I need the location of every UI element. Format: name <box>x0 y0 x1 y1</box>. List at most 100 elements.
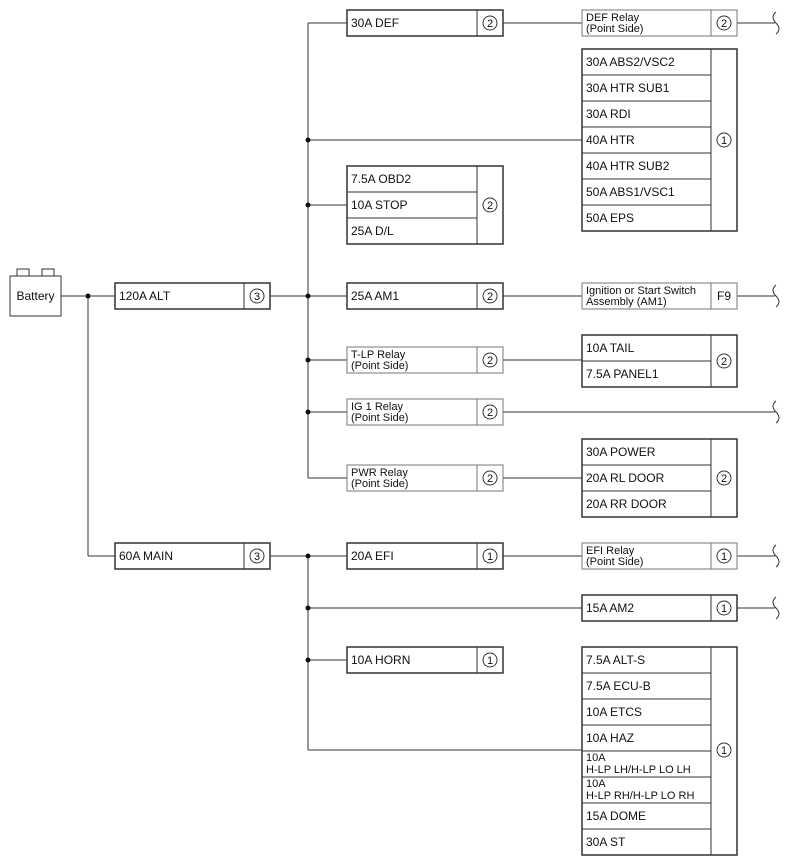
connector-number-icon <box>482 470 498 486</box>
fuse-label-line2: H-LP RH/H-LP LO RH <box>586 790 694 802</box>
connector-number-icon <box>716 132 732 148</box>
relay-label-line2: (Point Side) <box>351 478 408 490</box>
relay-label-line2: (Point Side) <box>351 360 408 372</box>
connector-number-icon <box>716 353 732 369</box>
connector-number-icon <box>482 352 498 368</box>
fuse-label: 10A HAZ <box>586 731 634 745</box>
fuse-label: 10A STOP <box>351 198 407 212</box>
relay-pwr: PWR Relay (Point Side) 2 <box>346 464 504 492</box>
fuse-label: 15A DOME <box>586 809 646 823</box>
connector-number: 1 <box>487 551 493 563</box>
fuse-label-line1: 10A <box>586 752 606 764</box>
connector-number-icon <box>482 652 498 668</box>
connector-number: 1 <box>721 135 727 147</box>
fuse-label-line2: H-LP LH/H-LP LO LH <box>586 764 691 776</box>
connector-number-icon <box>249 288 265 304</box>
connector-number: 2 <box>487 473 493 485</box>
fuse-label: 7.5A ECU-B <box>586 679 651 693</box>
connector-number-icon <box>716 600 732 616</box>
connector-code: F9 <box>717 289 731 303</box>
fuse-group-abs-htr-eps: 30A ABS2/VSC2 30A HTR SUB1 30A RDI 40A H… <box>581 48 738 232</box>
fuse-group-power-doors: 30A POWER 20A RL DOOR 20A RR DOOR 2 <box>581 438 738 518</box>
connector-number-icon <box>716 470 732 486</box>
relay-label-line1: IG 1 Relay <box>351 401 403 413</box>
relay-efi: EFI Relay (Point Side) 1 <box>581 542 738 570</box>
fuse-label: 30A ABS2/VSC2 <box>586 55 675 69</box>
fuse-label: 30A ST <box>586 835 626 849</box>
connector-number: 1 <box>721 603 727 615</box>
relay-ig1: IG 1 Relay (Point Side) 2 <box>346 398 504 426</box>
relay-label-line1: T-LP Relay <box>351 349 406 361</box>
connector-number-icon <box>482 197 498 213</box>
component-label-line1: Ignition or Start Switch <box>586 285 696 297</box>
connector-number-icon <box>482 288 498 304</box>
connector-number: 1 <box>721 745 727 757</box>
fuse-group-tail-panel: 10A TAIL 7.5A PANEL1 2 <box>581 334 738 388</box>
relay-label-line1: EFI Relay <box>586 545 635 557</box>
fuse-label-line1: 10A <box>586 778 606 790</box>
fuse-label: 10A ETCS <box>586 705 642 719</box>
connector-number: 1 <box>487 655 493 667</box>
fuse-label: 40A HTR SUB2 <box>586 159 670 173</box>
fuse-label: 20A RR DOOR <box>586 497 667 511</box>
relay-tlp: T-LP Relay (Point Side) 2 <box>346 346 504 374</box>
battery-label: Battery <box>16 289 54 303</box>
fuse-label: 7.5A PANEL1 <box>586 367 659 381</box>
fuse-group-obd2-stop-dl: 7.5A OBD2 10A STOP 25A D/L 2 <box>346 165 504 245</box>
relay-label-line1: DEF Relay <box>586 12 640 24</box>
connector-number: 1 <box>721 551 727 563</box>
connector-number-icon <box>716 548 732 564</box>
fuse-label: 25A D/L <box>351 224 394 238</box>
fuse-label: 15A AM2 <box>586 601 634 615</box>
connector-number: 2 <box>487 355 493 367</box>
fuse-25a-am1: 25A AM1 2 <box>346 282 504 310</box>
connector-number-icon <box>482 15 498 31</box>
connector-number: 2 <box>721 18 727 30</box>
fuse-label: 30A RDI <box>586 107 631 121</box>
fuse-label: 20A RL DOOR <box>586 471 665 485</box>
fuse-group-alt-s-to-st: 7.5A ALT-S 7.5A ECU-B 10A ETCS 10A HAZ 1… <box>581 646 738 856</box>
fuse-30a-def: 30A DEF 2 <box>346 9 504 37</box>
fuse-label: 40A HTR <box>586 133 635 147</box>
fuse-label: 50A ABS1/VSC1 <box>586 185 675 199</box>
relay-def: DEF Relay (Point Side) 2 <box>581 9 738 37</box>
connector-number: 2 <box>721 356 727 368</box>
fuse-label: 120A ALT <box>119 289 171 303</box>
connector-number: 2 <box>487 291 493 303</box>
fuse-label: 30A DEF <box>351 16 399 30</box>
fuse-120a-alt: 120A ALT 3 <box>114 282 271 310</box>
battery-symbol <box>9 268 62 317</box>
fuse-label: 10A HORN <box>351 653 410 667</box>
connector-number: 3 <box>254 291 260 303</box>
connector-number-icon <box>716 15 732 31</box>
connector-number: 2 <box>721 473 727 485</box>
fuse-label: 30A HTR SUB1 <box>586 81 670 95</box>
fuse-15a-am2: 15A AM2 1 <box>581 594 738 622</box>
fuse-label: 10A TAIL <box>586 341 635 355</box>
relay-label-line2: (Point Side) <box>351 412 408 424</box>
fuse-label: 7.5A OBD2 <box>351 172 411 186</box>
relay-label-line1: PWR Relay <box>351 467 408 479</box>
fuse-label: 60A MAIN <box>119 549 173 563</box>
connector-number: 2 <box>487 407 493 419</box>
fuse-20a-efi: 20A EFI 1 <box>346 542 504 570</box>
connector-number-icon <box>716 742 732 758</box>
fuse-60a-main: 60A MAIN 3 <box>114 542 271 570</box>
ignition-switch-assembly: Ignition or Start Switch Assembly (AM1) … <box>581 282 738 310</box>
connector-number: 2 <box>487 18 493 30</box>
connector-number-icon <box>482 404 498 420</box>
fuse-label: 7.5A ALT-S <box>586 653 645 667</box>
component-label-line2: Assembly (AM1) <box>586 296 667 308</box>
fuse-label: 20A EFI <box>351 549 394 563</box>
connector-number: 3 <box>254 551 260 563</box>
relay-label-line2: (Point Side) <box>586 556 643 568</box>
fuse-label: 30A POWER <box>586 445 656 459</box>
fuse-label: 50A EPS <box>586 211 634 225</box>
connector-number: 2 <box>487 200 493 212</box>
fuse-10a-horn: 10A HORN 1 <box>346 646 504 674</box>
relay-label-line2: (Point Side) <box>586 23 643 35</box>
connector-number-icon <box>249 548 265 564</box>
fuse-label: 25A AM1 <box>351 289 399 303</box>
connector-number-icon <box>482 548 498 564</box>
